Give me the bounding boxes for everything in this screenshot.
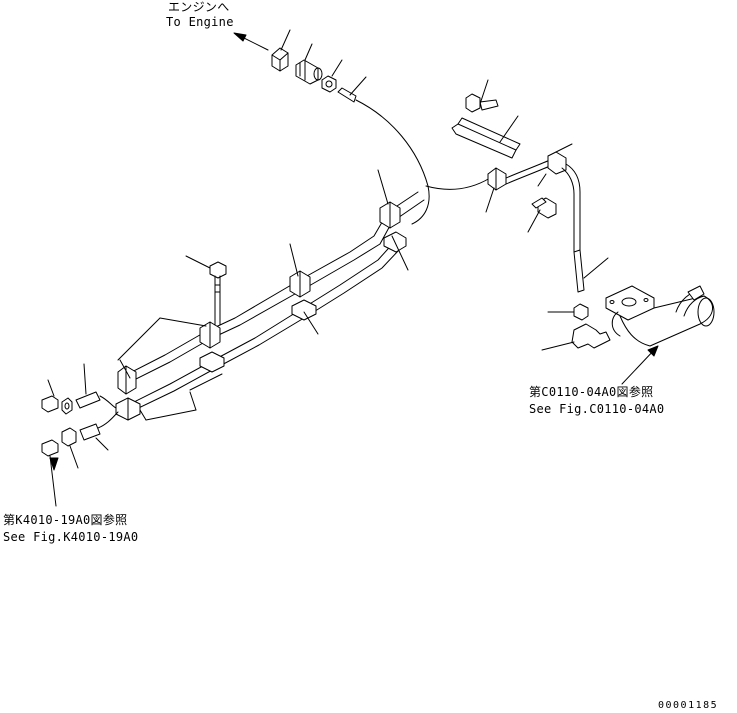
elbow-fitting-right bbox=[541, 323, 611, 351]
hose-main-curve bbox=[355, 99, 430, 225]
hose-link-right bbox=[425, 177, 491, 190]
fitting-lower-left-3 bbox=[75, 363, 117, 409]
clamp-right-1 bbox=[485, 167, 507, 213]
bolt-vertical-left bbox=[185, 255, 227, 326]
to-engine-label-jp: エンジンへ bbox=[168, 0, 230, 14]
fitting-lower-left-5 bbox=[61, 427, 79, 469]
clamp-lower-3 bbox=[291, 299, 317, 321]
fitting-lower-left-4 bbox=[41, 439, 59, 507]
to-engine-label-en: To Engine bbox=[166, 15, 234, 29]
fitting-lower-left-1 bbox=[41, 379, 59, 413]
leader-lines bbox=[117, 169, 409, 421]
bolt-right-mid bbox=[527, 197, 557, 233]
hose-end-right bbox=[573, 249, 609, 293]
ref-k4010-label-en: See Fig.K4010-19A0 bbox=[3, 530, 139, 544]
ref-arrow-c0110 bbox=[621, 345, 659, 385]
to-engine-arrow bbox=[233, 32, 269, 51]
bracket-plate bbox=[451, 115, 521, 159]
clamp-upper-1 bbox=[117, 365, 137, 395]
ref-c0110-label-jp: 第C0110-04A0図参照 bbox=[529, 385, 654, 399]
drawing-number: 00001185 bbox=[658, 700, 719, 711]
clamp-upper-3 bbox=[289, 270, 311, 298]
bolt-top-right bbox=[465, 79, 499, 113]
elbow-right bbox=[537, 143, 581, 253]
fitting-lower-left-6 bbox=[79, 411, 119, 451]
fitting-nipple-top bbox=[295, 43, 323, 85]
fitting-lower-left-2 bbox=[61, 397, 73, 415]
pipe-upper bbox=[119, 191, 425, 386]
fitting-nut-top bbox=[321, 59, 343, 93]
clamp-lower-2 bbox=[199, 351, 225, 373]
ref-c0110-label-en: See Fig.C0110-04A0 bbox=[529, 402, 665, 416]
hose-right-run bbox=[505, 159, 551, 185]
clamp-upper-4 bbox=[379, 201, 401, 229]
fitting-cap-top bbox=[271, 29, 291, 72]
hose-end-top bbox=[337, 76, 367, 103]
clamp-upper-2 bbox=[199, 321, 221, 349]
nut-right bbox=[547, 303, 589, 321]
pipe-lower bbox=[121, 239, 400, 415]
manifold-housing bbox=[605, 285, 715, 347]
ref-k4010-label-jp: 第K4010-19A0図参照 bbox=[3, 513, 128, 527]
